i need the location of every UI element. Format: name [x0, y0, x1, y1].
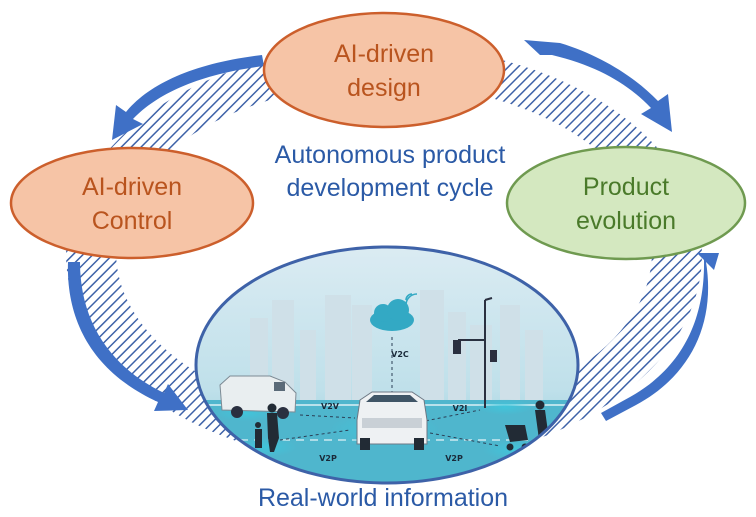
center-line-2: development cycle	[286, 174, 493, 202]
label-v2v: V2V	[321, 402, 340, 411]
label-v2p-left: V2P	[319, 454, 337, 463]
real-world-information-label: Real-world information	[258, 484, 508, 512]
pedestrian-left-icon	[255, 403, 279, 452]
arrow-right-lower-icon	[601, 253, 719, 421]
evolution-line-2: evolution	[576, 207, 676, 235]
node-product-evolution: Product evolution	[505, 145, 747, 261]
design-line-2: design	[347, 74, 421, 102]
control-line-1: AI-driven	[82, 173, 182, 201]
wifi-icon	[405, 293, 418, 306]
evolution-line-1: Product	[583, 173, 669, 201]
center-line-1: Autonomous product	[275, 141, 506, 169]
design-line-1: AI-driven	[334, 40, 434, 68]
arrow-top-left-icon	[112, 55, 264, 140]
center-caption: Autonomous product development cycle	[275, 141, 506, 202]
car-icon	[356, 391, 428, 450]
label-v2p-right: V2P	[445, 454, 463, 463]
real-world-illustration: V2C V2V V2I V2P V2P	[194, 245, 580, 485]
street-light-icon	[458, 297, 493, 408]
node-ai-driven-control: AI-driven Control	[9, 146, 255, 260]
control-line-2: Control	[92, 207, 173, 235]
van-icon	[219, 375, 297, 419]
node-ai-driven-design: AI-driven design	[262, 11, 506, 129]
cycle-arrows	[67, 40, 719, 421]
arrow-left-lower-icon	[67, 262, 188, 411]
cloud-icon	[370, 299, 414, 331]
label-v2i: V2I	[453, 404, 468, 413]
label-v2c: V2C	[391, 350, 409, 359]
arrow-top-right-icon	[524, 40, 672, 132]
